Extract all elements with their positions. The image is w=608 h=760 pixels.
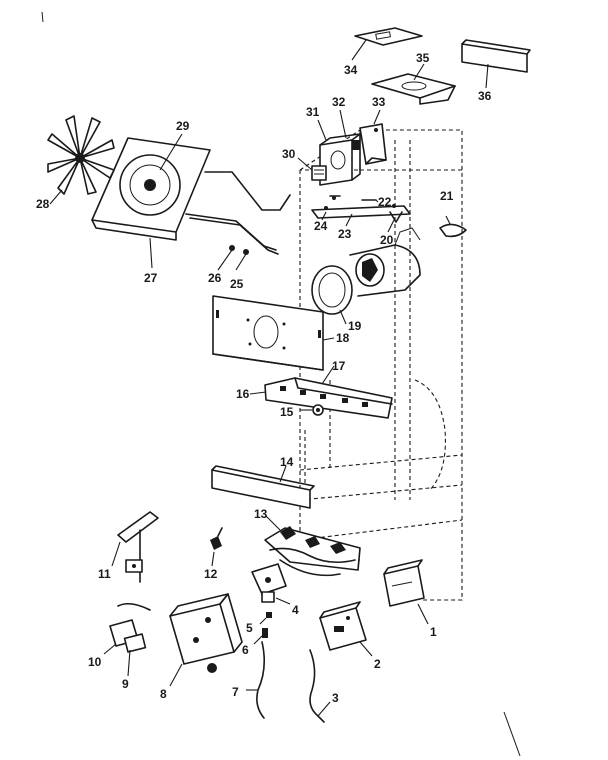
callout-7: 7 [232,685,239,699]
callout-23: 23 [338,227,352,241]
callout-26: 26 [208,271,222,285]
burner-manifold [264,377,393,419]
burner-assembly [264,526,361,577]
junction-box [383,559,425,607]
callout-33: 33 [372,95,386,109]
callout-19: 19 [348,319,362,333]
callout-17: 17 [332,359,346,373]
flue-collar-plate [371,73,456,105]
callout-25: 25 [230,277,244,291]
callout-31: 31 [306,105,320,119]
transformer-relay [169,593,243,673]
blower-housing-plate [91,137,211,241]
callout-24: 24 [314,219,328,233]
blower-mounting-plate [212,295,324,371]
callout-27: 27 [144,271,158,285]
mounting-bracket [311,195,411,223]
callout-18: 18 [336,331,350,345]
callout-30: 30 [282,147,296,161]
burner-rail [211,430,315,509]
callout-14: 14 [280,455,294,469]
callout-22: 22 [378,195,392,209]
top-plate [354,27,423,46]
callout-35: 35 [416,51,430,65]
control-module [319,601,367,651]
sensor-cable [309,649,325,723]
gas-valve [251,563,287,603]
callout-10: 10 [88,655,102,669]
callout-12: 12 [204,567,218,581]
callout-1: 1 [430,625,437,639]
pressure-switch [311,165,327,181]
corner-mark [41,11,44,23]
callout-15: 15 [280,405,294,419]
callout-11: 11 [98,567,111,581]
valve-fittings [262,612,272,638]
pressure-tubing [185,171,291,255]
blower-wheel [47,115,115,195]
callout-32: 32 [332,95,346,109]
igniter-bracket [117,511,159,583]
callout-13: 13 [254,507,268,521]
leader-lines [49,39,489,717]
burner-orifice [312,404,324,416]
callout-29: 29 [176,119,190,133]
callout-16: 16 [236,387,250,401]
sight-glass-gasket [439,223,467,238]
callout-9: 9 [122,677,129,691]
callout-3: 3 [332,691,339,705]
corner-mark [503,711,521,757]
callout-36: 36 [478,89,492,103]
spark-electrode [210,527,223,550]
callout-6: 6 [242,643,249,657]
pipe-coupling [109,602,151,653]
callout-4: 4 [292,603,299,617]
callout-34: 34 [344,63,358,77]
callout-labels: 1 2 3 4 5 6 7 8 9 10 11 12 13 14 15 16 1… [36,51,492,705]
lead-wire [256,641,266,719]
callout-8: 8 [160,687,167,701]
callout-5: 5 [246,621,253,635]
vent-motor-assembly [319,123,387,186]
callout-28: 28 [36,197,50,211]
callout-21: 21 [440,189,454,203]
access-panel [461,39,531,73]
callout-2: 2 [374,657,381,671]
callout-20: 20 [380,233,394,247]
inducer-housing [311,227,421,315]
